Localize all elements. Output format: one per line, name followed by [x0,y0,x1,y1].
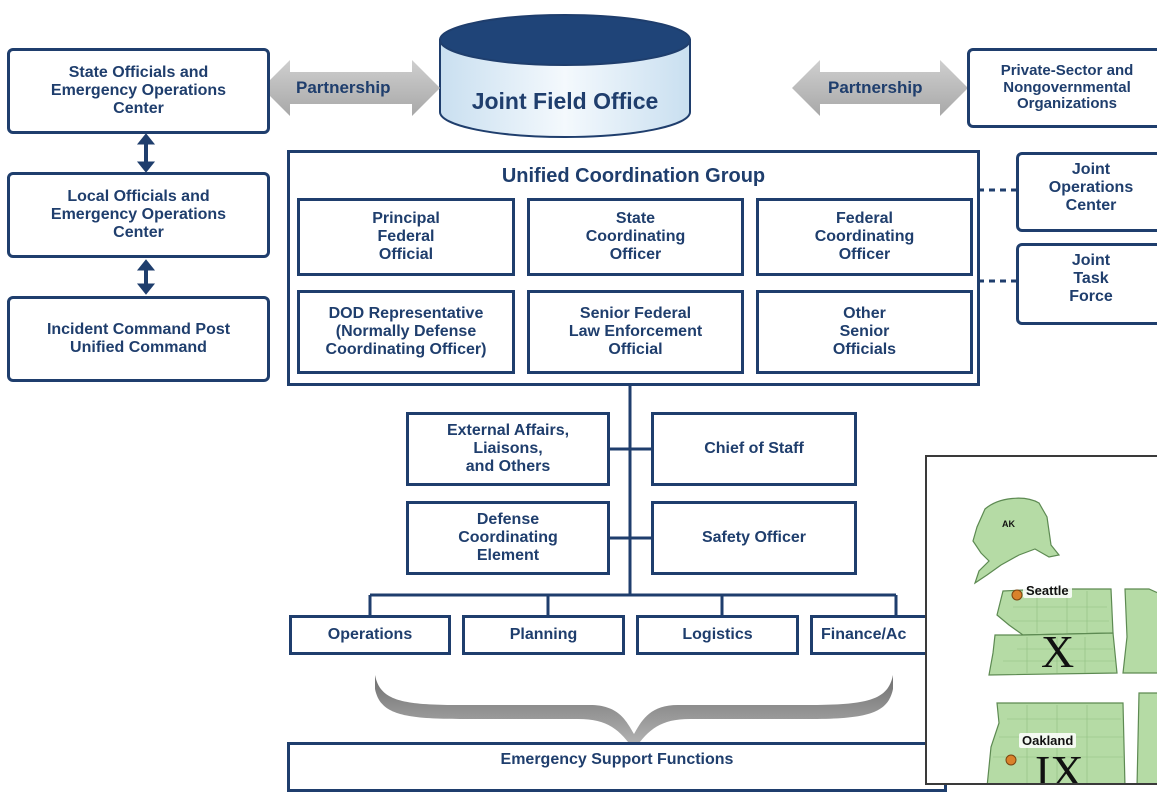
ucg-federal-coordinating-officer: Federal Coordinating Officer [756,198,973,276]
oakland-label: Oakland [1019,733,1077,748]
joint-field-office-cylinder [439,14,691,138]
region-x-label: X [1041,626,1075,677]
ucg-senior-federal-law-enforcement: Senior Federal Law Enforcement Official [527,290,744,374]
joint-field-office-label: Joint Field Office [471,88,659,114]
ucg-title: Unified Coordination Group [501,165,766,187]
region-x-idaho [1122,588,1157,674]
alaska-shape [972,497,1061,585]
partnership-left-arrow [262,60,440,116]
ucg-principal-federal-official: Principal Federal Official [297,198,515,276]
staff-tree-lines [368,385,898,617]
partnership-left-label: Partnership [296,78,391,97]
private-sector-box: Private-Sector and Nongovernmental Organ… [967,48,1157,128]
sections-brace [375,675,893,750]
seattle-marker [1011,589,1023,601]
external-affairs-box: External Affairs, Liaisons, and Others [406,412,610,486]
fema-regions-map-inset: AK Seattle X Oakland IX [925,455,1157,785]
partnership-right-label: Partnership [828,78,923,97]
incident-command-box: Incident Command Post Unified Command [7,296,270,382]
emergency-support-functions-box: Emergency Support Functions [287,742,947,792]
seattle-label: Seattle [1023,583,1072,598]
region-ix-east [1136,692,1157,783]
chief-of-staff-box: Chief of Staff [651,412,857,486]
local-officials-box: Local Officials and Emergency Operations… [7,172,270,258]
oakland-marker [1005,754,1017,766]
section-operations: Operations [289,615,451,655]
partnership-right-arrow [792,60,968,116]
alaska-label: AK [1002,519,1015,529]
ucg-state-coordinating-officer: State Coordinating Officer [527,198,744,276]
defense-coordinating-element-box: Defense Coordinating Element [406,501,610,575]
safety-officer-box: Safety Officer [651,501,857,575]
ucg-dod-representative: DOD Representative (Normally Defense Coo… [297,290,515,374]
joint-task-force-box: Joint Task Force [1016,243,1157,325]
joint-operations-center-box: Joint Operations Center [1016,152,1157,232]
section-planning: Planning [462,615,625,655]
left-connector-arrow-1 [136,133,156,173]
left-connector-arrow-2 [136,259,156,295]
region-ix-label: IX [1035,746,1084,785]
section-logistics: Logistics [636,615,799,655]
ucg-other-senior-officials: Other Senior Officials [756,290,973,374]
state-officials-box: State Officials and Emergency Operations… [7,48,270,134]
